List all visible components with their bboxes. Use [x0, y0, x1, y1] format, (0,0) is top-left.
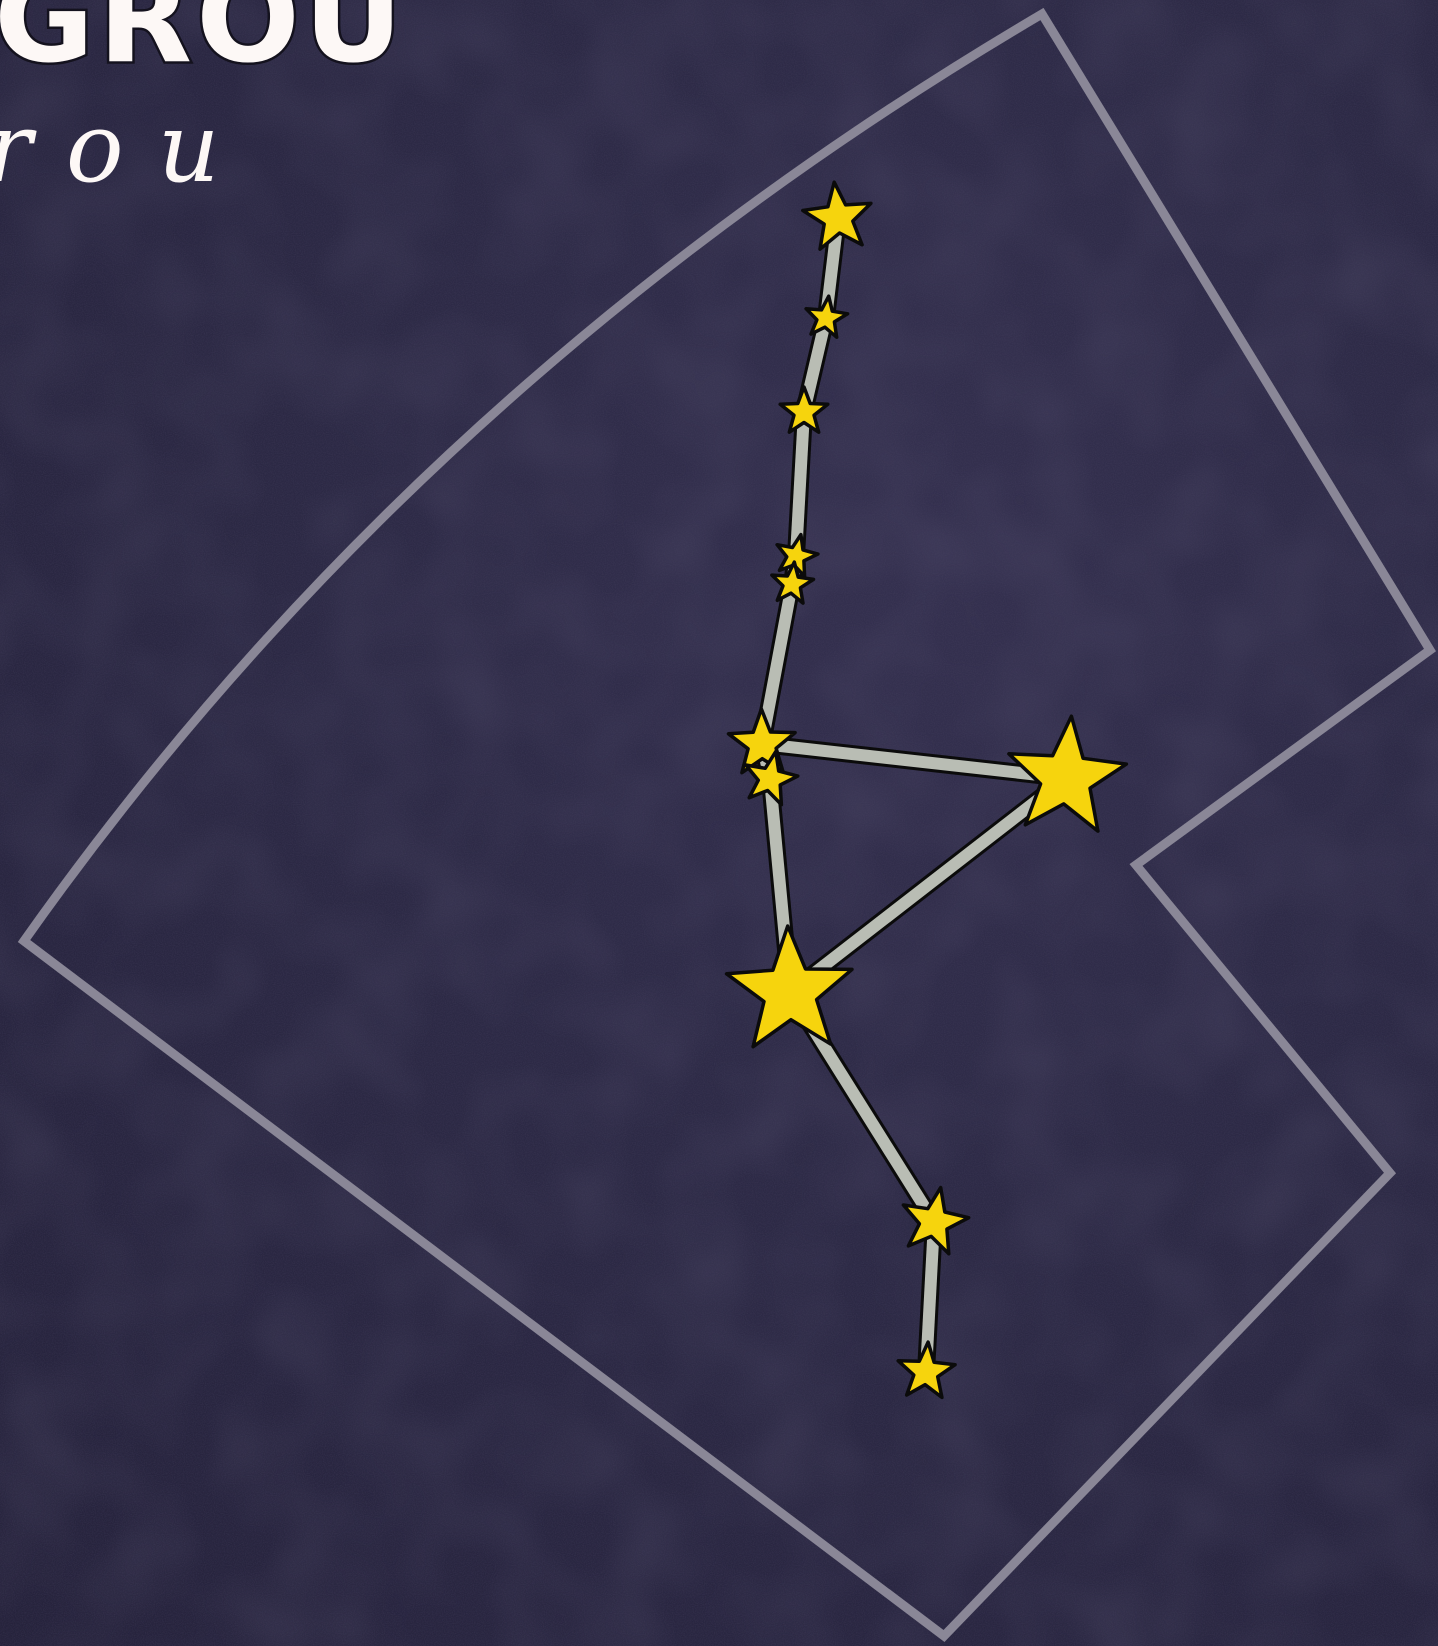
constellation-boundary	[24, 14, 1430, 1636]
title-script-text: rou	[0, 100, 254, 196]
star-icon	[806, 296, 848, 337]
star-icon	[727, 926, 852, 1047]
constellation-line	[790, 778, 1066, 992]
star-icon	[898, 1342, 955, 1397]
title-main-text: GROU	[0, 0, 407, 80]
constellation-stars	[727, 182, 1127, 1397]
constellation-lines	[762, 218, 1066, 1372]
